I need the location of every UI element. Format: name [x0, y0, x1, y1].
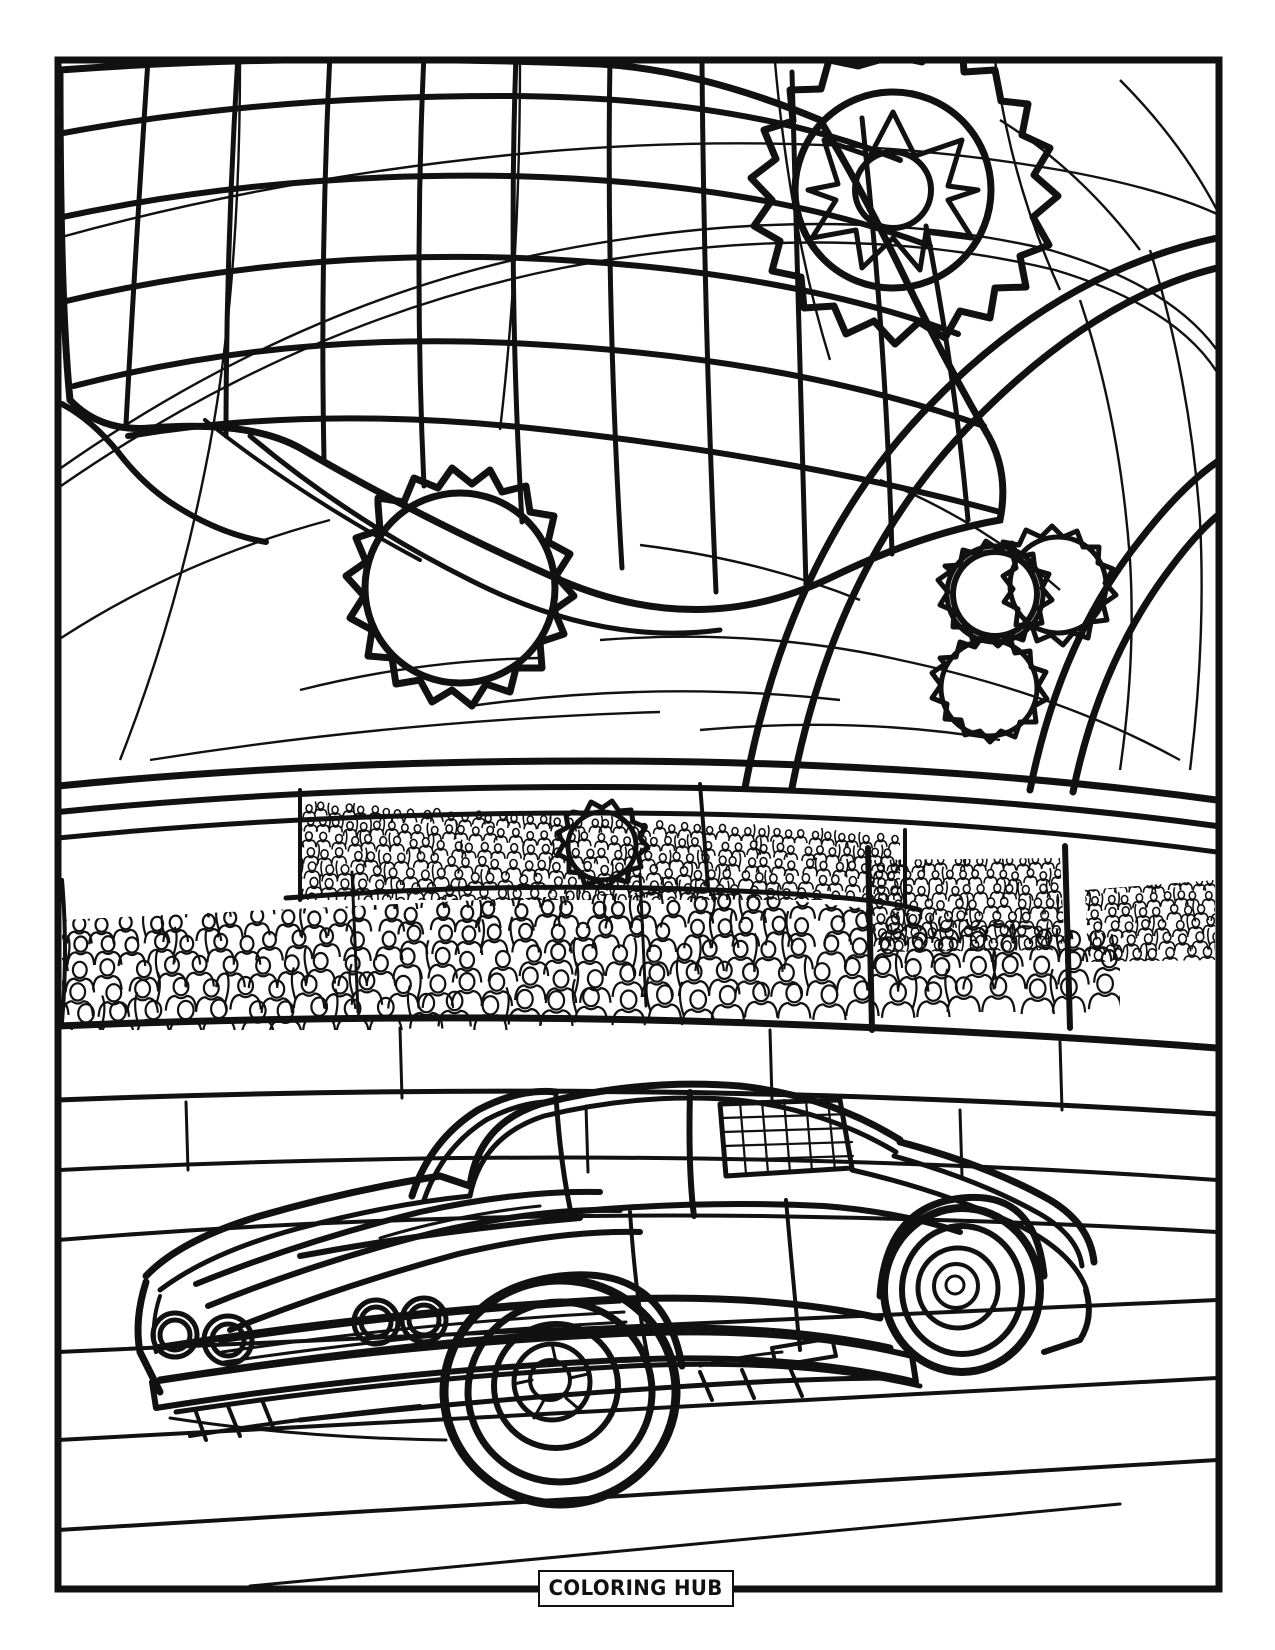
checkered-flag	[58, 60, 1007, 636]
rear-window-louvers	[720, 1098, 855, 1176]
crowd-far-right	[870, 858, 1065, 952]
gear-cluster-bottom	[929, 631, 1050, 745]
brand-logo-text: COLORING HUB	[548, 1576, 724, 1600]
gear-cluster-right	[929, 523, 1119, 745]
scene-contents	[58, 60, 1217, 1587]
muscle-car	[134, 1080, 1098, 1509]
front-bumper	[149, 1329, 919, 1411]
stadium-arches	[741, 234, 1217, 796]
hood-edge	[142, 1172, 474, 1280]
stadium-roof	[58, 60, 1217, 771]
stadium-bands	[58, 757, 1217, 1033]
crowd-far-left	[300, 801, 900, 900]
headlights	[150, 1295, 449, 1367]
hood-stripes	[193, 1188, 643, 1333]
car-roofline	[466, 1080, 904, 1190]
gear-large-topright	[747, 60, 1062, 348]
gear-cluster-top	[1000, 523, 1119, 648]
brand-logo-box: COLORING HUB	[538, 1570, 734, 1607]
gear-left	[342, 464, 578, 710]
